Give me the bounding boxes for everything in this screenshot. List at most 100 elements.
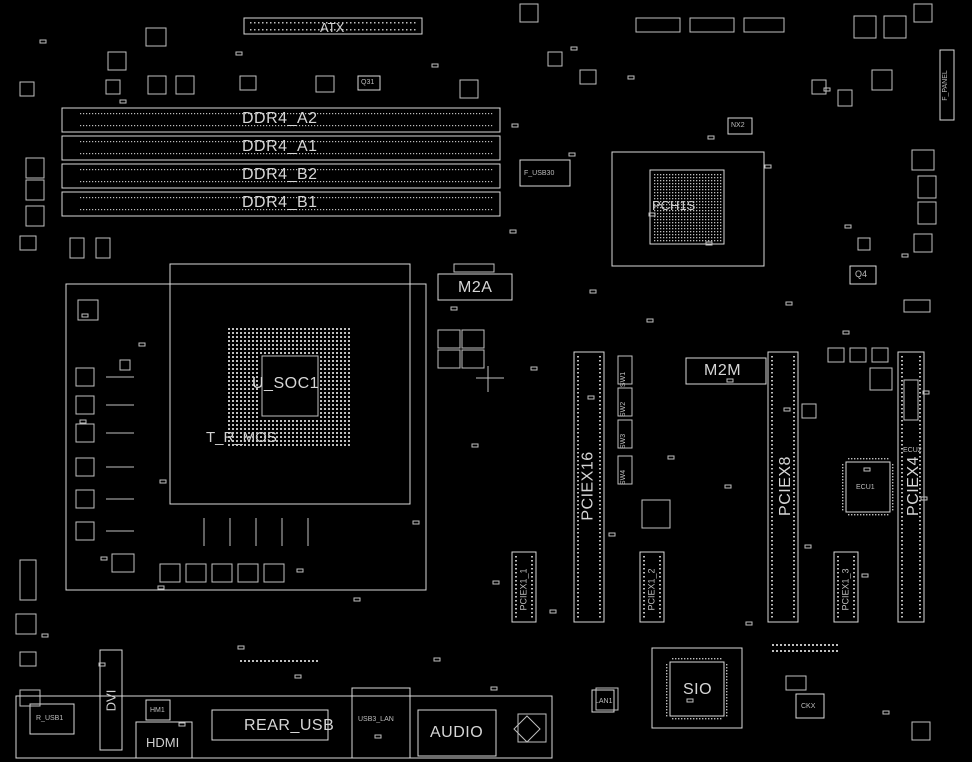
ddr-pin	[281, 141, 283, 143]
rear-usb-port[interactable]	[211, 709, 329, 741]
ddr-pin	[308, 197, 310, 199]
ddr-pin	[299, 141, 301, 143]
ddr-pin	[146, 153, 148, 155]
cpu-pin	[236, 436, 238, 438]
atx-pin	[390, 29, 392, 31]
pch-chip[interactable]	[649, 169, 725, 245]
pcie-pin	[771, 428, 773, 430]
ddr-pin	[122, 169, 124, 171]
ddr-pin	[371, 169, 373, 171]
ddr4-b1-slot[interactable]	[61, 191, 501, 217]
dvi-port[interactable]	[99, 649, 123, 751]
q4-component[interactable]	[849, 265, 877, 285]
nx2-component[interactable]	[727, 117, 753, 135]
hm1-component[interactable]	[145, 699, 171, 721]
pcie-pin	[771, 384, 773, 386]
cpu-pin	[324, 372, 326, 374]
pcie-pin	[919, 536, 921, 538]
ddr-pin	[248, 153, 250, 155]
ddr-pin	[245, 113, 247, 115]
pciex1-3-slot[interactable]	[833, 551, 859, 623]
pcie-pin	[919, 376, 921, 378]
usb-lan-port[interactable]	[351, 687, 411, 759]
ddr-pin	[275, 113, 277, 115]
cpu-pin	[256, 380, 258, 382]
pch-ball	[681, 237, 683, 239]
f-panel-header[interactable]	[939, 49, 955, 121]
ddr-pin	[293, 125, 295, 127]
pciex16-slot[interactable]	[573, 351, 605, 623]
pch-ball	[705, 234, 707, 236]
pch-ball	[696, 186, 698, 188]
sio-pin	[726, 700, 728, 702]
m2m-slot[interactable]	[685, 357, 767, 385]
cpu-pin	[252, 396, 254, 398]
cpu-pin	[248, 444, 250, 446]
atx-pin	[294, 29, 296, 31]
header-pin	[788, 650, 790, 652]
r-usb-port[interactable]	[29, 703, 75, 735]
ddr-pin	[383, 125, 385, 127]
atx-connector[interactable]	[243, 17, 423, 35]
smd-pad	[667, 455, 675, 460]
ddr-pin	[122, 125, 124, 127]
pcie-pin	[853, 584, 855, 586]
pch-ball	[657, 222, 659, 224]
ddr-pin	[191, 141, 193, 143]
ddr-pin	[86, 153, 88, 155]
sio-chip[interactable]	[669, 661, 725, 717]
pch-ball	[690, 207, 692, 209]
cpu-pin	[348, 332, 350, 334]
pch-ball	[657, 189, 659, 191]
ecu1-chip[interactable]	[845, 461, 891, 513]
pciex8-slot[interactable]	[767, 351, 799, 623]
smd-component	[19, 651, 37, 667]
pcie-pin	[793, 368, 795, 370]
ddr-pin	[488, 125, 490, 127]
ddr-pin	[197, 113, 199, 115]
smd-pad	[783, 407, 791, 412]
ddr-pin	[410, 181, 412, 183]
ddr4-a2-slot[interactable]	[61, 107, 501, 133]
pch-ball	[699, 222, 701, 224]
ddr-pin	[140, 141, 142, 143]
lan1-component[interactable]	[591, 689, 615, 713]
q31-component[interactable]	[357, 75, 381, 91]
cpu-pin	[308, 328, 310, 330]
pch-ball	[714, 219, 716, 221]
ddr4-a1-slot[interactable]	[61, 135, 501, 161]
ddr4-b2-slot[interactable]	[61, 163, 501, 189]
f-usb30-header[interactable]	[519, 159, 571, 187]
pciex4-slot[interactable]	[897, 351, 925, 623]
cpu-label: U_SOC1	[252, 375, 320, 392]
audio-jack[interactable]	[417, 709, 497, 757]
pciex1-1-slot[interactable]	[511, 551, 537, 623]
ddr-pin	[473, 197, 475, 199]
atx-pin	[290, 22, 292, 24]
cpu-pin	[304, 428, 306, 430]
ddr-pin	[260, 169, 262, 171]
ddr-pin	[134, 197, 136, 199]
cpu-pin	[328, 332, 330, 334]
cpu-socket-outline[interactable]	[169, 263, 411, 505]
pcie-pin	[531, 592, 533, 594]
cpu-pin	[300, 440, 302, 442]
sio-pin	[684, 718, 686, 720]
ddr-pin	[305, 125, 307, 127]
pch-ball	[660, 204, 662, 206]
ddr-pin	[452, 113, 454, 115]
ckx-chip[interactable]	[795, 693, 825, 719]
hdmi-port[interactable]	[135, 721, 193, 759]
pcie-pin	[599, 496, 601, 498]
cpu-pin	[268, 440, 270, 442]
pciex1-2-slot[interactable]	[639, 551, 665, 623]
pcie-pin	[793, 592, 795, 594]
pch-ball	[660, 192, 662, 194]
ddr-pin	[344, 141, 346, 143]
cpu-pin	[232, 356, 234, 358]
m2a-slot[interactable]	[437, 273, 513, 301]
pcie-pin	[901, 572, 903, 574]
cpu-pin	[348, 404, 350, 406]
hm1-label: HM1	[150, 707, 165, 714]
ecu-pin	[892, 479, 894, 481]
